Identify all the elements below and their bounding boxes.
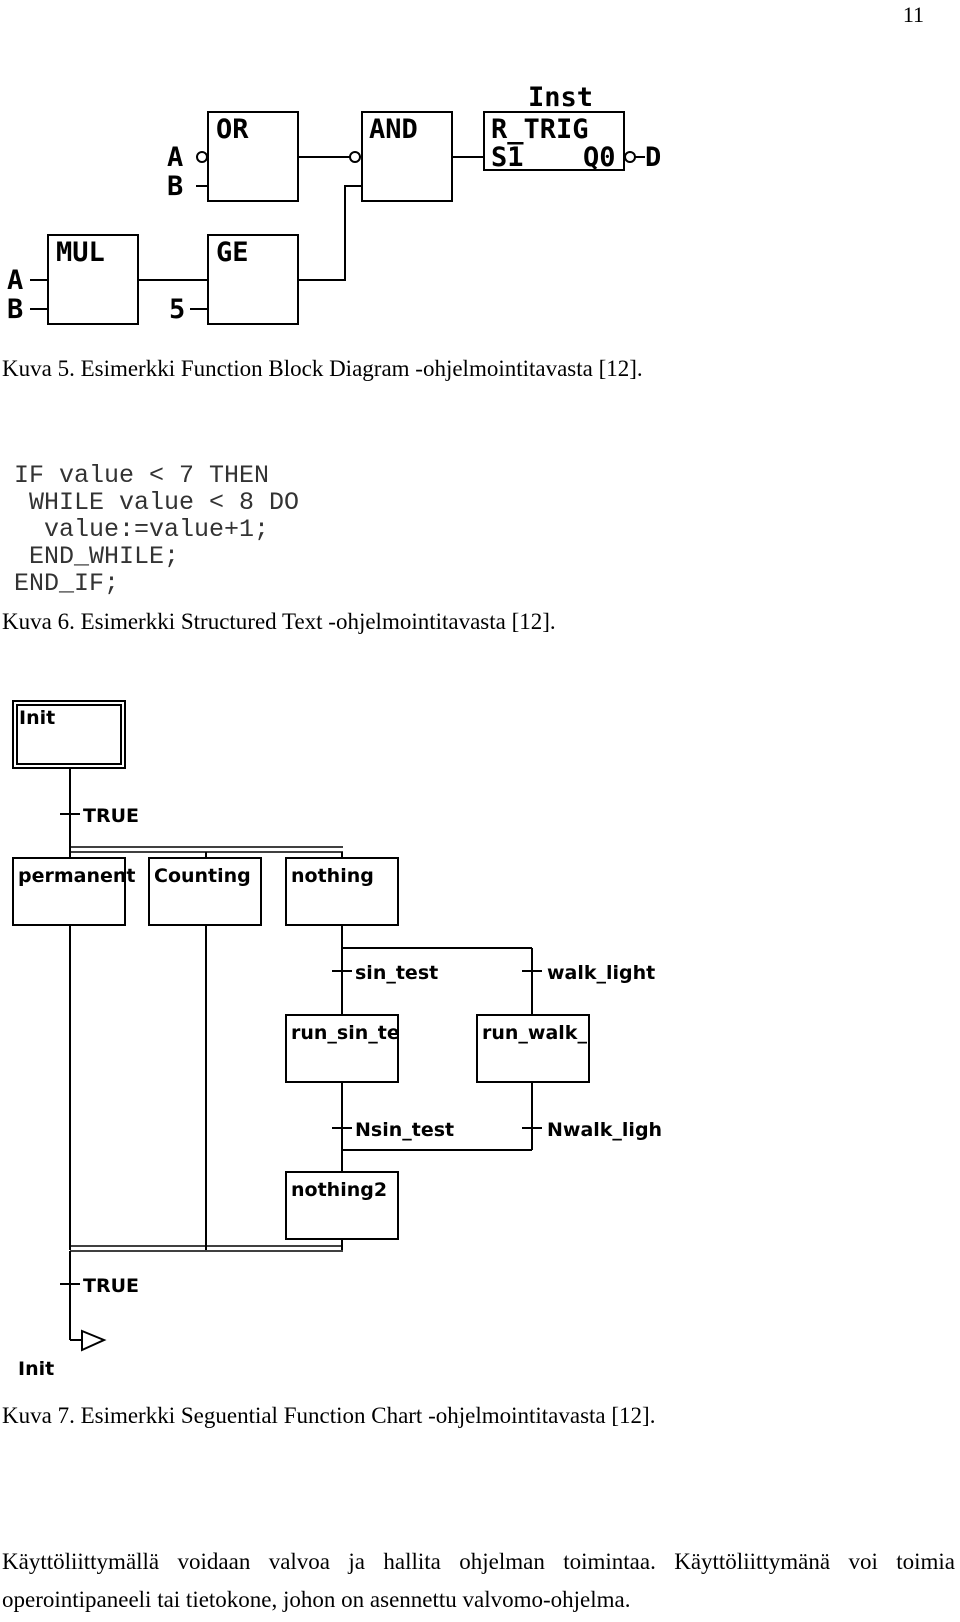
fbd-block-or-label: OR	[216, 114, 249, 145]
sfc-transition-true-top: TRUE	[83, 805, 139, 827]
fbd-wire-ge-and	[298, 185, 362, 281]
fbd-input-a-bottom: A	[7, 265, 23, 296]
sfc-jump-arrow-icon	[81, 1329, 107, 1352]
sfc-step-init-label: Init	[19, 707, 55, 729]
sfc-step-nothing	[285, 857, 399, 926]
st-code-line: IF value < 7 THEN	[14, 461, 270, 490]
st-code-line: END_IF;	[14, 569, 120, 598]
sfc-step-run-sin-label: run_sin_te	[291, 1022, 400, 1044]
st-code-line: END_WHILE;	[14, 542, 180, 571]
sfc-transition-nsin-test: Nsin_test	[355, 1119, 454, 1141]
fbd-block-rtrig	[483, 111, 625, 171]
page-number: 11	[902, 2, 924, 27]
body-paragraph: Käyttöliittymällä voidaan valvoa ja hall…	[2, 1549, 955, 1612]
fbd-block-ge	[207, 234, 299, 325]
sfc-transition-walk-light: walk_light	[547, 962, 655, 984]
sfc-step-init-inner	[16, 704, 122, 765]
fbd-negation-and-input	[349, 151, 361, 163]
fbd-block-rtrig-label: R_TRIG	[491, 114, 589, 145]
sfc-transition-nwalk-ligh: Nwalk_ligh	[547, 1119, 662, 1141]
sfc-transition-sin-test: sin_test	[355, 962, 438, 984]
fbd-block-ge-label: GE	[216, 237, 249, 268]
sfc-step-run-walk	[476, 1014, 590, 1083]
fbd-block-mul-label: MUL	[56, 237, 105, 268]
fbd-rtrig-s1-label: S1	[491, 142, 524, 173]
fbd-input-b-bottom: B	[7, 294, 23, 325]
sfc-step-nothing-label: nothing	[291, 865, 374, 887]
sfc-jump-target-label: Init	[18, 1358, 54, 1380]
sfc-step-permanent	[12, 857, 126, 926]
sfc-step-counting	[148, 857, 262, 926]
fbd-input-a-top: A	[167, 142, 183, 173]
sfc-step-run-walk-label: run_walk_	[482, 1022, 587, 1044]
fbd-output-d: D	[645, 142, 661, 173]
sfc-step-nothing2	[285, 1171, 399, 1240]
fbd-rtrig-q0-label: Q0	[583, 142, 616, 173]
st-code-block: IF value < 7 THEN WHILE value < 8 DO val…	[14, 462, 299, 597]
st-code-line: WHILE value < 8 DO	[14, 488, 300, 517]
sfc-transition-true-bottom: TRUE	[83, 1275, 139, 1297]
fbd-block-and-label: AND	[369, 114, 418, 145]
fbd-block-and	[361, 111, 453, 202]
fbd-negation-or-input	[196, 151, 208, 163]
sfc-step-permanent-label: permanent	[18, 865, 136, 887]
sfc-diagram: Init TRUE permanent Counting nothing sin…	[12, 700, 662, 1380]
fbd-instance-label: Inst	[528, 82, 593, 113]
sfc-step-nothing2-label: nothing2	[291, 1179, 387, 1201]
fbd-input-b-top: B	[167, 171, 183, 202]
fbd-input-const-5: 5	[169, 294, 185, 325]
figure-7-caption: Kuva 7. Esimerkki Seguential Function Ch…	[2, 1403, 656, 1428]
fbd-negation-q0-output	[624, 151, 636, 163]
st-code-line: value:=value+1;	[14, 515, 270, 544]
fbd-diagram: Inst OR AND R_TRIG S1 Q0 MUL GE A B D A …	[7, 82, 661, 325]
fbd-block-or	[207, 111, 299, 202]
figure-6-caption: Kuva 6. Esimerkki Structured Text -ohjel…	[2, 609, 556, 634]
figure-5-caption: Kuva 5. Esimerkki Function Block Diagram…	[2, 356, 643, 381]
sfc-step-run-sin	[285, 1014, 399, 1083]
sfc-step-counting-label: Counting	[154, 865, 251, 887]
